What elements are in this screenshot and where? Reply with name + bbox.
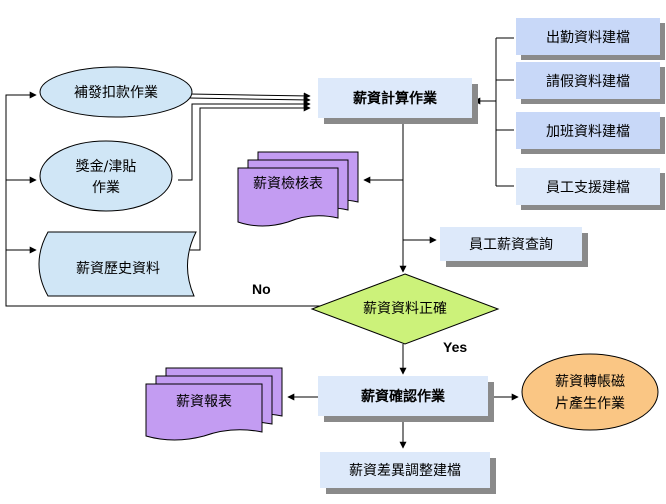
deduction-to-calc-2 [189, 96, 311, 104]
confirm-process: 薪資確認作業 [318, 376, 494, 422]
attendance-box: 出勤資料建檔 [516, 18, 665, 60]
history-label: 薪資歷史資料 [76, 261, 160, 277]
attendance-label: 出勤資料建檔 [546, 30, 630, 46]
bonus-ellipse: 獎金/津貼 作業 [39, 140, 173, 212]
history-storage: 薪資歷史資料 [38, 231, 197, 297]
query-box: 員工薪資查詢 [440, 227, 588, 267]
confirm-label: 薪資確認作業 [361, 388, 446, 405]
transfer-ellipse: 薪資轉帳磁 片產生作業 [521, 353, 659, 431]
loop-no-line [5, 91, 333, 307]
support-box: 員工支援建檔 [516, 168, 665, 210]
overtime-box: 加班資料建檔 [516, 112, 665, 154]
transfer-label-line2: 片產生作業 [555, 395, 625, 412]
connectors [5, 37, 519, 449]
bonus-to-calc [178, 100, 311, 181]
audit-document: 薪資檢核表 [237, 151, 359, 227]
calc-label: 薪資計算作業 [353, 90, 438, 107]
history-to-calc [190, 104, 311, 251]
decision-label: 薪資資料正確 [363, 301, 447, 317]
bonus-label-line1: 獎金/津貼 [76, 159, 137, 175]
support-label: 員工支援建檔 [546, 180, 630, 196]
transfer-label-line1: 薪資轉帳磁 [555, 374, 625, 390]
calc-process: 薪資計算作業 [318, 78, 478, 124]
adjust-label: 薪資差異調整建檔 [349, 463, 461, 479]
leave-label: 請假資料建檔 [546, 74, 630, 90]
report-label: 薪資報表 [176, 394, 232, 410]
leave-box: 請假資料建檔 [516, 62, 665, 104]
yes-label: Yes [443, 339, 467, 355]
query-label: 員工薪資查詢 [469, 237, 553, 253]
audit-label: 薪資檢核表 [253, 175, 323, 192]
deduction-ellipse: 補發扣款作業 [39, 66, 193, 118]
decision-diamond: 薪資資料正確 [310, 273, 500, 345]
bonus-label-line2: 作業 [92, 180, 120, 196]
report-document: 薪資報表 [145, 367, 283, 441]
adjust-box: 薪資差異調整建檔 [320, 452, 496, 494]
no-label: No [252, 281, 271, 297]
deduction-label: 補發扣款作業 [74, 85, 158, 101]
overtime-label: 加班資料建檔 [546, 124, 630, 140]
deduction-to-calc-1 [189, 92, 311, 100]
